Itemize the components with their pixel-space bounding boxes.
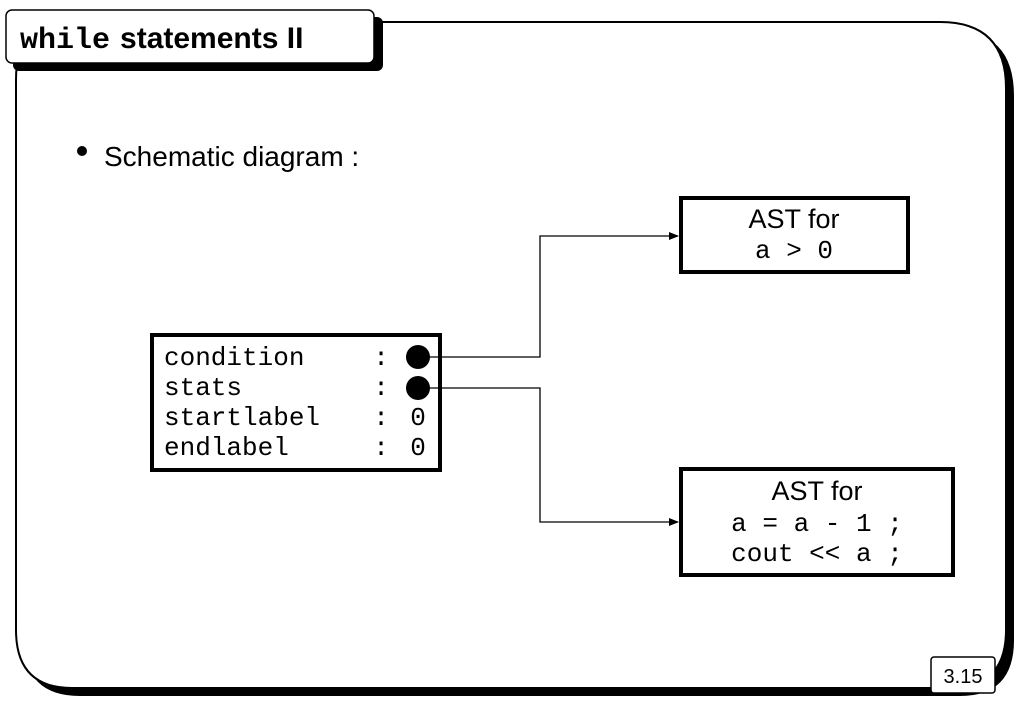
page-title: statements II xyxy=(120,22,303,55)
ast-stats-heading: AST for xyxy=(771,476,862,506)
ast-condition-code: a > 0 xyxy=(755,236,833,266)
ast-condition-heading: AST for xyxy=(748,204,839,234)
ast-stats-code-line-1: a = a - 1 ; xyxy=(731,509,903,539)
record-field-endlabel: endlabel xyxy=(164,433,289,463)
slide-title-box: while statements II xyxy=(5,9,383,71)
ast-condition-box: AST for a > 0 xyxy=(679,196,910,274)
page-number-box: 3.15 xyxy=(930,656,996,694)
record-field-stats: stats xyxy=(164,373,242,403)
title-keyword: while xyxy=(20,24,110,58)
record-separator: : xyxy=(373,433,389,463)
stats-pointer-dot xyxy=(406,376,430,400)
page-number: 3.15 xyxy=(944,666,983,688)
record-value-endlabel: 0 xyxy=(410,433,426,463)
record-separator: : xyxy=(373,403,389,433)
record-value-startlabel: 0 xyxy=(410,403,426,433)
ast-stats-box: AST for a = a - 1 ; cout << a ; xyxy=(679,467,955,577)
record-field-startlabel: startlabel xyxy=(164,403,320,433)
stats-pointer-arrow xyxy=(418,387,679,526)
condition-pointer-dot xyxy=(406,345,430,369)
record-separator: : xyxy=(373,373,389,403)
record-field-condition: condition xyxy=(164,343,304,373)
record-separator: : xyxy=(373,343,389,373)
ast-stats-code-line-2: cout << a ; xyxy=(731,539,903,569)
bullet-text: Schematic diagram : xyxy=(104,141,359,172)
bullet-dot xyxy=(77,146,87,156)
condition-pointer-arrow xyxy=(418,232,679,358)
